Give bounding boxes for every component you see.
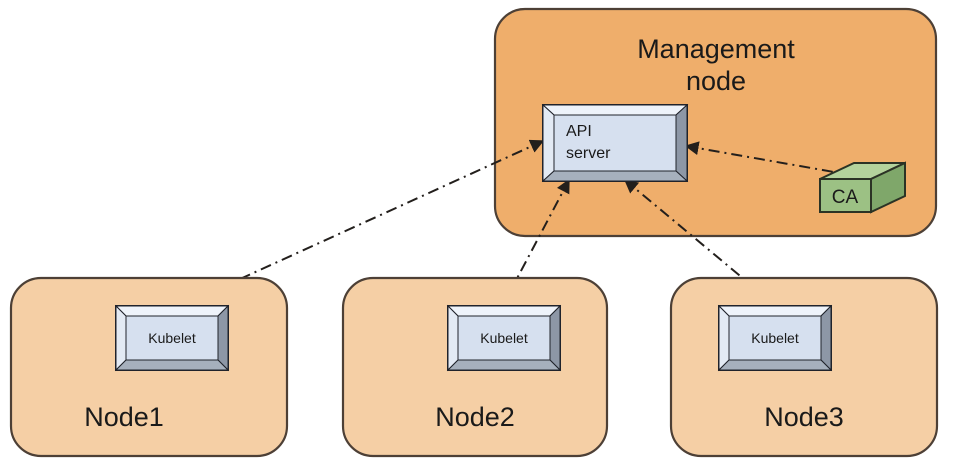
node1-kubelet-bevel-left bbox=[115, 304, 127, 372]
connector-apiserver-ca[interactable] bbox=[684, 141, 870, 183]
node2-kubelet-bevel-left bbox=[447, 304, 459, 372]
node2-kubelet-face bbox=[457, 315, 551, 361]
ca-box[interactable]: CA bbox=[819, 161, 906, 214]
management-node-label-line1: Management bbox=[637, 34, 795, 64]
node1-label: Node1 bbox=[84, 402, 164, 432]
node2-kubelet-bevel-bottom bbox=[446, 359, 562, 371]
node2-kubelet-label: Kubelet bbox=[480, 330, 528, 346]
node3-kubelet-bevel-right bbox=[820, 304, 832, 372]
node2-kubelet-box[interactable]: Kubelet bbox=[446, 304, 562, 372]
ca-label: CA bbox=[832, 187, 859, 208]
node2-label: Node2 bbox=[435, 402, 515, 432]
ca-box-front-face bbox=[819, 178, 872, 213]
node1-kubelet-label: Kubelet bbox=[148, 330, 196, 346]
node2-kubelet-bevel-right bbox=[549, 304, 561, 372]
node3-kubelet-label: Kubelet bbox=[751, 330, 799, 346]
node1-kubelet-face bbox=[125, 315, 219, 361]
node3-kubelet-box[interactable]: Kubelet bbox=[717, 304, 833, 372]
api-server-bevel-bottom bbox=[541, 170, 689, 182]
node2-kubelet-bevel-top bbox=[446, 305, 562, 317]
node1-kubelet-bevel-bottom bbox=[114, 359, 230, 371]
node3-kubelet-face bbox=[728, 315, 822, 361]
api-server-label-line2: server bbox=[566, 145, 611, 162]
node3-kubelet-bevel-bottom bbox=[717, 359, 833, 371]
api-server-bevel-left bbox=[542, 103, 555, 183]
api-server-label-line1: API bbox=[566, 123, 592, 140]
management-node-label-line2: node bbox=[686, 66, 746, 96]
node1-kubelet-box[interactable]: Kubelet bbox=[114, 304, 230, 372]
node1-kubelet-bevel-top bbox=[114, 305, 230, 317]
api-server-bevel-right bbox=[675, 103, 688, 183]
api-server-box[interactable]: API server bbox=[541, 103, 689, 183]
node1-kubelet-bevel-right bbox=[217, 304, 229, 372]
node3-label: Node3 bbox=[764, 402, 844, 432]
node3-kubelet-bevel-top bbox=[717, 305, 833, 317]
api-server-face bbox=[553, 114, 677, 172]
api-server-bevel-top bbox=[541, 104, 689, 116]
node3-kubelet-bevel-left bbox=[718, 304, 730, 372]
